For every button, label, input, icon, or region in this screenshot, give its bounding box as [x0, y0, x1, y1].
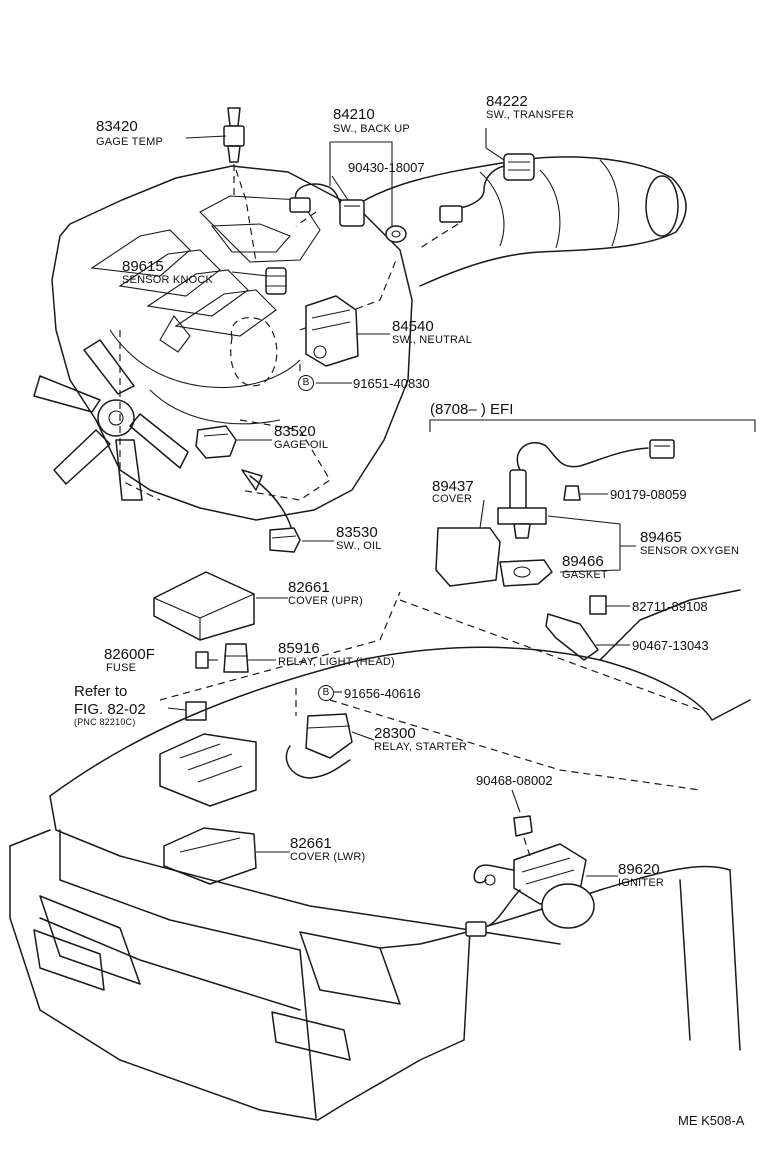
vehicle-body-drawing: [9, 589, 751, 1121]
neutral-switch-part: [299, 295, 359, 376]
part-name-relay-starter: RELAY, STARTER: [374, 741, 468, 753]
relay-area-drawing: [153, 571, 353, 885]
gage-temp-part: [223, 107, 245, 198]
part-number-89466: 89466: [562, 553, 604, 570]
part-name-gasket: GASKET: [562, 569, 608, 581]
part-number-83530: 83530: [336, 524, 378, 541]
part-name-sensor-knock: SENSOR KNOCK: [122, 274, 214, 286]
part-number-28300: 28300: [374, 725, 416, 742]
sw-oil-part: [269, 527, 301, 553]
refer-pnc-label: (PNC 82210C): [74, 717, 136, 727]
part-number-90468-08002: 90468-08002: [476, 773, 553, 788]
part-name-sw-oil: SW., OIL: [336, 540, 382, 552]
part-number-83520: 83520: [274, 423, 316, 440]
part-name-transfer-switch: SW., TRANSFER: [486, 109, 574, 121]
part-number-82711-89108: 82711-89108: [632, 599, 708, 614]
part-name-cover: COVER: [432, 493, 473, 505]
refer-to-label: Refer to: [74, 683, 128, 700]
part-number-83420: 83420: [96, 118, 138, 135]
part-name-gage-temp: GAGE TEMP: [96, 136, 163, 148]
part-number-82600f: 82600F: [104, 646, 155, 663]
callout-b-marker: B: [298, 375, 314, 391]
part-name-back-up-switch: SW., BACK UP: [333, 123, 410, 135]
part-number-91656-40616: 91656-40616: [344, 686, 421, 701]
callout-b-marker-2: B: [318, 685, 334, 701]
part-name-fuse: FUSE: [106, 662, 137, 674]
part-number-90430-18007: 90430-18007: [348, 160, 425, 175]
sensor-knock-part: [265, 267, 287, 295]
part-name-cover-lower: COVER (LWR): [290, 851, 366, 863]
leader-lines: [167, 128, 636, 877]
part-number-82661-upper: 82661: [288, 579, 330, 596]
part-number-84540: 84540: [392, 318, 434, 335]
engine-drawing: [33, 156, 687, 531]
efi-group-drawing: [429, 419, 756, 661]
part-number-91651-40830: 91651-40830: [353, 376, 430, 391]
part-number-90467-13043: 90467-13043: [632, 638, 709, 653]
part-number-84222: 84222: [486, 93, 528, 110]
part-name-relay-light: RELAY, LIGHT (HEAD): [278, 656, 395, 668]
part-name-neutral-switch: SW., NEUTRAL: [392, 334, 473, 346]
part-name-cover-upper: COVER (UPR): [288, 595, 363, 607]
part-name-igniter: IGNITER: [618, 877, 665, 889]
part-number-82661-lower: 82661: [290, 835, 332, 852]
part-number-90179-08059: 90179-08059: [610, 487, 687, 502]
part-number-89615: 89615: [122, 258, 164, 275]
gage-oil-part: [195, 425, 237, 459]
diagram-code: ME K508-A: [678, 1113, 745, 1128]
part-name-gage-oil: GAGE OIL: [274, 439, 329, 451]
part-number-89437: 89437: [432, 478, 474, 495]
part-number-89465: 89465: [640, 529, 682, 546]
transfer-switch-part: [419, 153, 535, 249]
part-name-sensor-oxygen: SENSOR OXYGEN: [640, 545, 740, 557]
refer-figure-link[interactable]: FIG. 82-02: [74, 701, 146, 718]
back-up-switch-part: [289, 183, 407, 243]
efi-group-heading: (8708– ) EFI: [430, 401, 514, 418]
part-number-84210: 84210: [333, 106, 375, 123]
part-number-89620: 89620: [618, 861, 660, 878]
part-number-85916: 85916: [278, 640, 320, 657]
